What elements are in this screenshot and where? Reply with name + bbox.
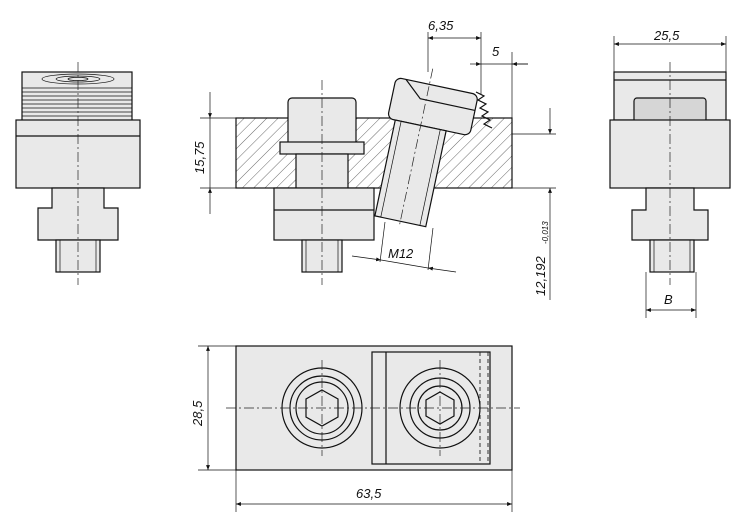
dim-6-35: 6,35 [428,18,454,33]
dim-5: 5 [492,44,500,59]
dim-63-5: 63,5 [356,486,382,501]
top-view: 28,5 63,5 [190,345,520,512]
left-hex-socket-icon [305,389,339,427]
tilted-clamp-screw [374,68,478,228]
left-side-view [15,62,141,285]
dim-28-5: 28,5 [190,400,205,427]
right-side-view: 25,5 B [609,28,731,318]
dim-15-75: 15,75 [192,141,207,174]
right-threaded-stud [649,239,695,273]
dim-12-192: 12,192 [533,255,548,296]
dim-line-m12 [380,259,429,269]
dim-b: B [664,292,673,307]
left-t-nut [273,187,375,241]
dim-25-5: 25,5 [653,28,680,43]
dim-m12: M12 [388,246,414,261]
dim-12-192-tolerance: -0,013 [541,221,550,244]
front-section-view: 6,35 5 15,75 12,192 -0,013 M12 [192,18,556,300]
serrated-jaw-edge [475,91,493,129]
